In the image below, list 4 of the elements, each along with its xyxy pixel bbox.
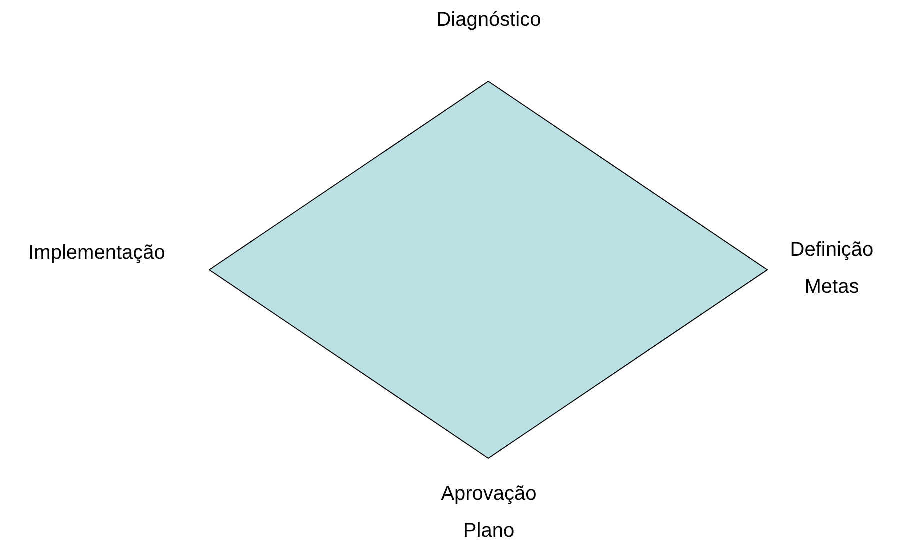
vertex-label: Implementação: [28, 241, 166, 266]
vertex-label: Aprovação Plano: [440, 482, 538, 543]
vertex-label: Diagnóstico: [436, 8, 542, 33]
vertex-label: Definição Metas: [789, 238, 875, 300]
